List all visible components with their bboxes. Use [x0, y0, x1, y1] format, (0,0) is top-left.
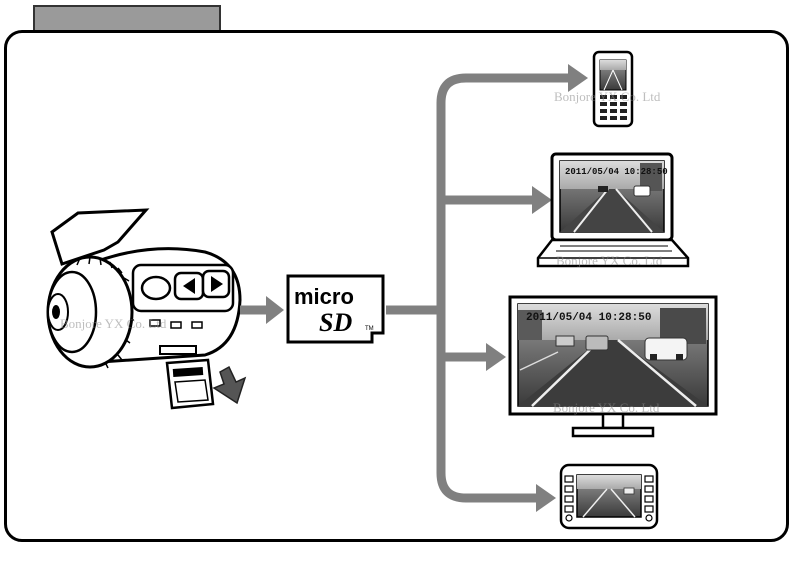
watermark-laptop: Bonjore YX Co. Ltd — [556, 253, 663, 268]
laptop-timestamp: 2011/05/04 10:28:50 — [565, 167, 668, 177]
eject-arrow-icon — [212, 365, 247, 405]
phone-device — [592, 50, 634, 128]
arrow-heads — [266, 64, 588, 512]
tm-text: TM — [365, 326, 374, 332]
connector-arrows — [240, 73, 570, 503]
monitor-device: 2011/05/04 10:28:50 — [508, 295, 718, 438]
micro-sd-card: micro SD TM — [286, 274, 385, 344]
watermark-monitor: Bonjore YX Co. Ltd — [553, 400, 660, 415]
small-sd-card-icon — [165, 358, 215, 410]
watermark-camera: Bonjore YX Co. Ltd — [60, 316, 167, 331]
car-head-unit-device — [559, 463, 659, 530]
monitor-timestamp: 2011/05/04 10:28:50 — [526, 312, 651, 324]
watermark-phone: Bonjore YX Co. Ltd — [554, 89, 661, 104]
sd-text: SD — [319, 308, 352, 337]
laptop-device: 2011/05/04 10:28:50 — [536, 152, 690, 268]
micro-text: micro — [294, 284, 354, 309]
dash-cam-device — [46, 208, 242, 369]
